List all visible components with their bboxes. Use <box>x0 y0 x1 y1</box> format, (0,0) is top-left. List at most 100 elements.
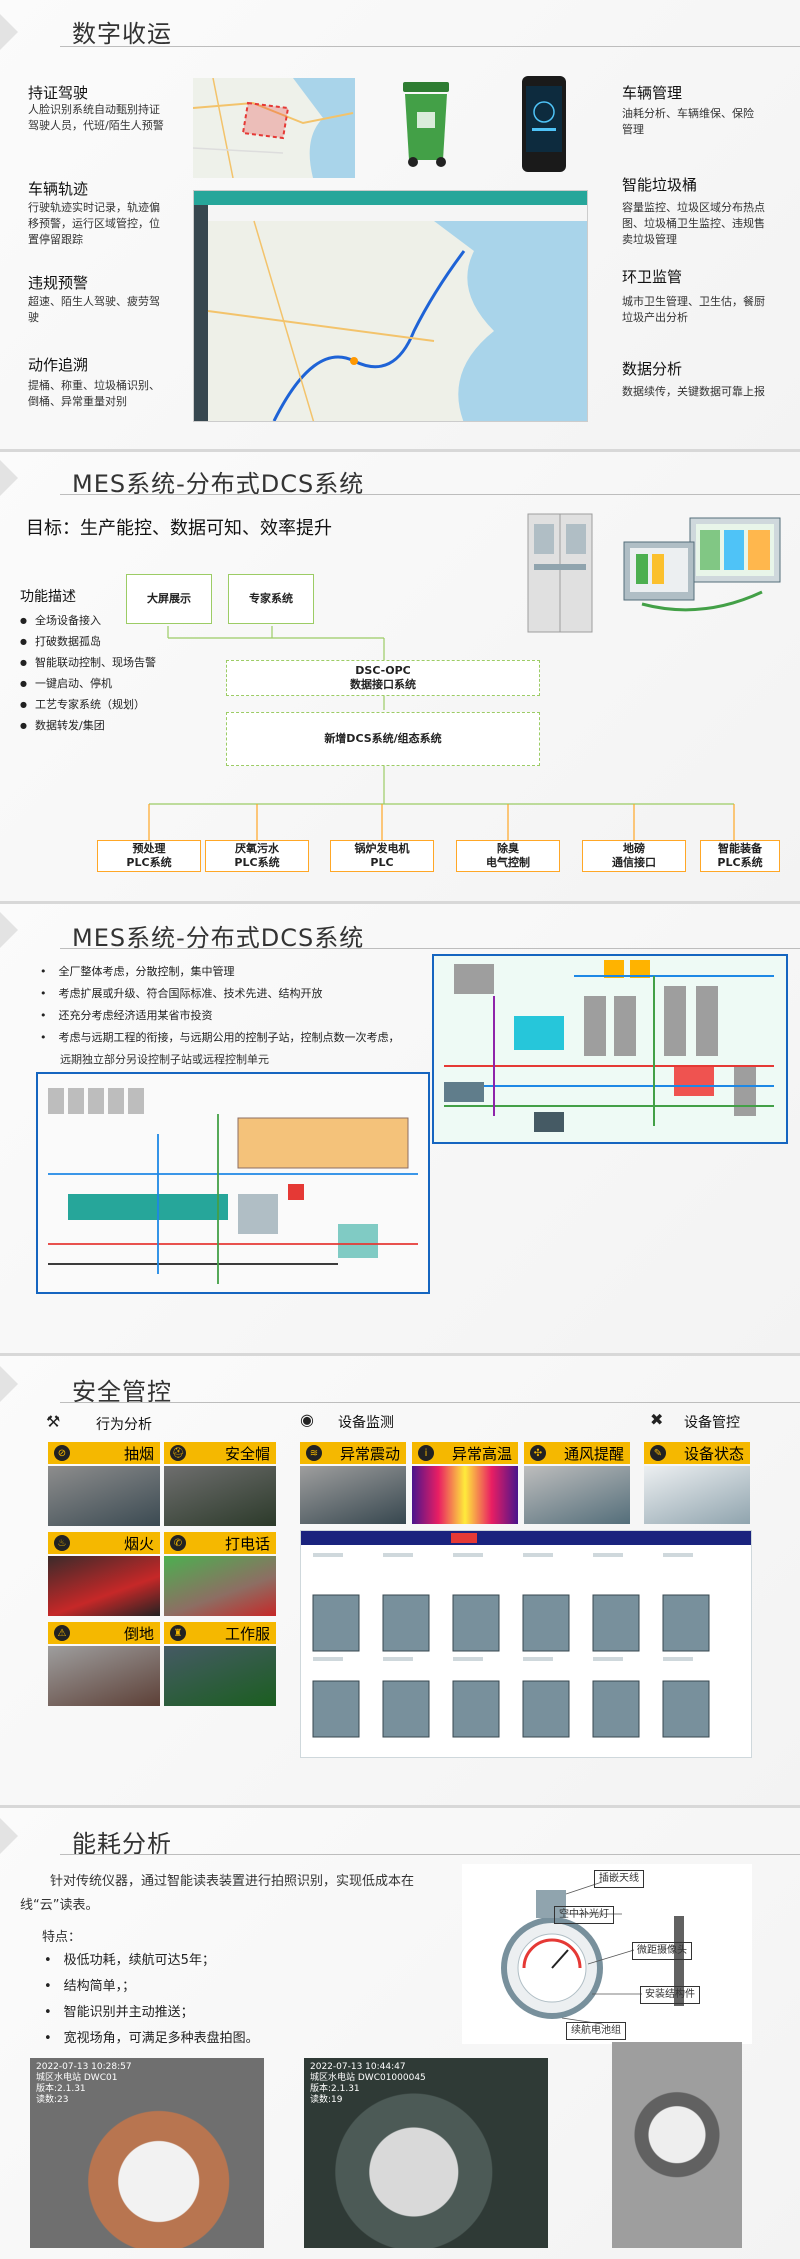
slide-decoration <box>0 1366 18 1402</box>
warning-icon: ⚠ <box>54 1625 70 1641</box>
title-underline <box>60 1854 800 1855</box>
slide-mes-dcs-screens: MES系统-分布式DCS系统 全厂整体考虑，分散控制，集中管理 考虑扩展或升级、… <box>0 904 800 1356</box>
plc-box: 厌氧污水 PLC系统 <box>205 840 309 872</box>
feature-title: 违规预警 <box>28 274 89 292</box>
behavior-badge-fall: ⚠倒地 <box>48 1622 160 1644</box>
helmet-icon: ⛑ <box>170 1445 186 1461</box>
plc-box: 锅炉发电机 PLC <box>330 840 434 872</box>
design-bullet: 考虑与远期工程的衔接，与远期公用的控制子站，控制点数一次考虑， <box>40 1028 400 1048</box>
fan-icon: ✣ <box>530 1445 546 1461</box>
goal-statement: 目标：生产能控、数据可知、效率提升 <box>26 518 332 539</box>
diagram-label: 插嵌天线 <box>594 1870 644 1888</box>
slide-decoration <box>0 912 18 948</box>
feature-bullet: 结构简单，； <box>44 1974 136 2000</box>
eye-icon: ◉ <box>300 1410 314 1429</box>
diagram-label: 续航电池组 <box>566 2022 626 2040</box>
feature-desc: 提桶、称重、垃圾桶识别、倒桶、异常重量对别 <box>28 379 160 408</box>
slide-decoration <box>0 14 18 50</box>
device-photo <box>300 1466 406 1524</box>
uniform-icon: ♜ <box>170 1625 186 1641</box>
features-heading: 特点： <box>42 1930 82 1945</box>
feature-desc: 行驶轨迹实时记录，轨迹偏移预警，运行区域管控，位置停留跟踪 <box>28 201 160 246</box>
feature-title: 车辆轨迹 <box>28 180 89 198</box>
hmi-screen-image <box>612 512 782 622</box>
plc-box: 除臭 电气控制 <box>456 840 560 872</box>
vibration-icon: ≋ <box>306 1445 322 1461</box>
worker-icon: ⚒ <box>46 1412 61 1431</box>
camera-monitor-dashboard <box>300 1530 752 1758</box>
feature-desc: 容量监控、垃圾区域分布热点图、垃圾桶卫生监控、违规售卖垃圾管理 <box>622 201 765 246</box>
meter-reader-diagram: 插嵌天线 空中补光灯 微距摄像头 安装结构件 续航电池组 <box>462 1864 752 2044</box>
no-smoking-icon: ⊘ <box>54 1445 70 1461</box>
slide-safety-control: 安全管控 ⚒ 行为分析 ◉ 设备监测 ✖ 设备管控 ⊘抽烟 ⛑安全帽 ♨烟火 ✆… <box>0 1356 800 1808</box>
slide-mes-dcs-architecture: MES系统-分布式DCS系统 目标：生产能控、数据可知、效率提升 功能描述 全场… <box>0 452 800 904</box>
device-badge-status: ✎设备状态 <box>644 1442 750 1464</box>
scada-process-diagram-2 <box>36 1072 430 1294</box>
behavior-badge-phone: ✆打电话 <box>164 1532 276 1554</box>
photo-device: 城区水电站 DWC01000045 <box>310 2073 426 2083</box>
feature-desc: 人脸识别系统自动甄别持证驾驶人员，代班/陌生人预警 <box>28 103 164 132</box>
photo-timestamp: 2022-07-13 10:28:57 <box>36 2062 132 2072</box>
behavior-badge-smoking: ⊘抽烟 <box>48 1442 160 1464</box>
feature-title: 车辆管理 <box>622 84 683 102</box>
feature-title: 持证驾驶 <box>28 84 89 102</box>
feature-title: 环卫监管 <box>622 268 683 286</box>
feature-desc: 油耗分析、车辆维保、保险管理 <box>622 107 754 136</box>
installed-reader-photo <box>612 2042 742 2248</box>
feature-title: 动作追溯 <box>28 356 89 374</box>
photo-timestamp: 2022-07-13 10:44:47 <box>310 2062 406 2072</box>
title-underline <box>60 1402 800 1403</box>
behavior-photo <box>48 1466 160 1526</box>
device-badge-vibration: ≋异常震动 <box>300 1442 406 1464</box>
water-meter-photo-1: 2022-07-13 10:28:57 城区水电站 DWC01 版本:2.1.3… <box>30 2058 264 2248</box>
feature-bullet: 极低功耗，续航可达5年； <box>44 1948 215 1974</box>
plc-box: 地磅 通信接口 <box>582 840 686 872</box>
device-photo <box>644 1466 750 1524</box>
expert-system-box: 专家系统 <box>228 574 314 624</box>
behavior-photo <box>164 1646 276 1706</box>
design-bullet: 考虑扩展或升级、符合国际标准、技术先进、结构开放 <box>40 984 323 1004</box>
function-item: 全场设备接入 <box>20 612 101 628</box>
plc-box: 智能装备 PLC系统 <box>700 840 780 872</box>
thermal-photo <box>412 1466 518 1524</box>
section-title-control: 设备管控 <box>684 1415 740 1431</box>
info-icon: i <box>418 1445 434 1461</box>
title-underline <box>60 948 800 949</box>
plc-box: 预处理 PLC系统 <box>97 840 201 872</box>
device-photo <box>524 1466 630 1524</box>
feature-title: 智能垃圾桶 <box>622 176 698 194</box>
behavior-photo <box>48 1556 160 1616</box>
scada-process-diagram-1 <box>432 954 788 1144</box>
tools-icon: ✖ <box>650 1410 664 1429</box>
area-map-image <box>193 78 355 178</box>
vehicle-track-dashboard <box>193 190 588 422</box>
slide-title: 能耗分析 <box>72 1830 172 1858</box>
photo-version: 版本:2.1.31 <box>36 2084 86 2094</box>
function-item: 数据转发/集团 <box>20 717 105 733</box>
photo-reading: 读数:23 <box>36 2095 69 2105</box>
face-terminal-image <box>522 76 566 172</box>
opc-interface-box: DSC-OPC 数据接口系统 <box>226 660 540 696</box>
photo-reading: 读数:19 <box>310 2095 343 2105</box>
feature-title: 数据分析 <box>622 360 683 378</box>
diagram-label: 空中补光灯 <box>554 1906 614 1924</box>
phone-icon: ✆ <box>170 1535 186 1551</box>
behavior-photo <box>164 1556 276 1616</box>
behavior-badge-helmet: ⛑安全帽 <box>164 1442 276 1464</box>
feature-bullet: 宽视场角，可满足多种表盘拍图。 <box>44 2026 259 2052</box>
slide-decoration <box>0 460 18 496</box>
slide-title: 数字收运 <box>72 20 172 48</box>
function-heading: 功能描述 <box>20 589 76 605</box>
control-cabinet-image <box>520 510 600 636</box>
behavior-photo <box>164 1466 276 1526</box>
title-underline <box>60 46 800 47</box>
slide-title: MES系统-分布式DCS系统 <box>72 924 365 952</box>
behavior-badge-uniform: ♜工作服 <box>164 1622 276 1644</box>
section-title-behavior: 行为分析 <box>96 1417 152 1433</box>
feature-bullet: 智能识别并主动推送； <box>44 2000 194 2026</box>
section-title-monitor: 设备监测 <box>338 1415 394 1431</box>
feature-desc: 数据续传，关键数据可靠上报 <box>622 385 765 398</box>
design-bullet-continued: 远期独立部分另设控制子站或远程控制单元 <box>60 1053 269 1066</box>
water-meter-photo-2: 2022-07-13 10:44:47 城区水电站 DWC01000045 版本… <box>304 2058 548 2248</box>
